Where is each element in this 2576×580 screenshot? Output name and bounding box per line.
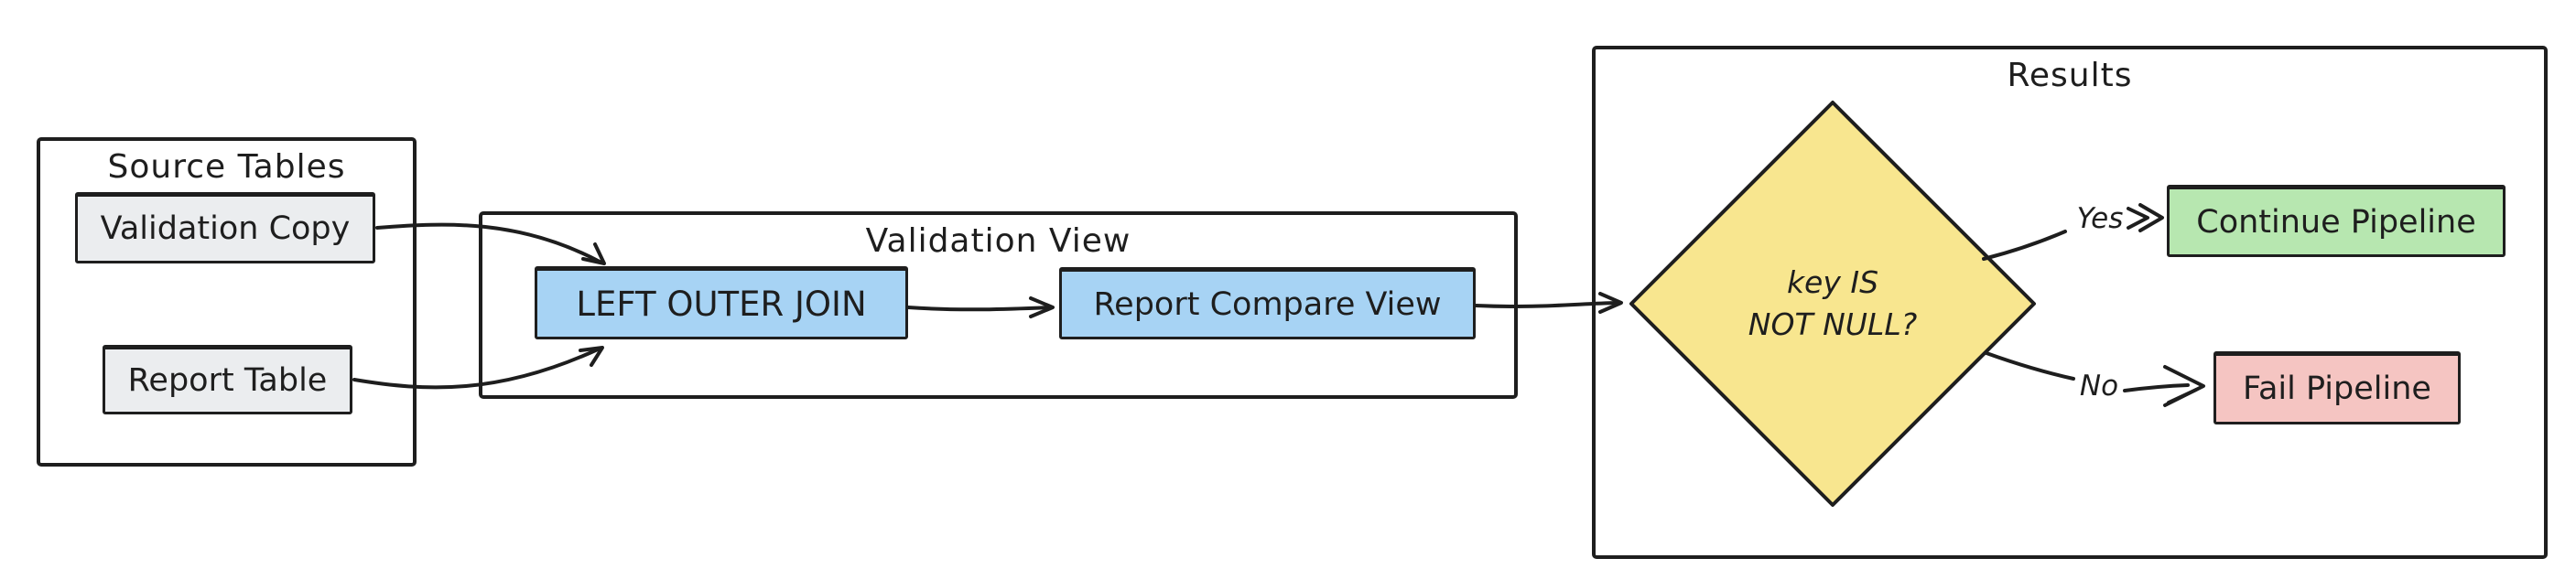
node-validation-copy-label: Validation Copy (100, 210, 351, 247)
yes-label-text: Yes (2076, 202, 2124, 235)
decision-label-line2: NOT NULL? (1748, 306, 1918, 342)
node-continue-pipeline-label: Continue Pipeline (2196, 203, 2476, 241)
node-left-outer-join-label: LEFT OUTER JOIN (576, 284, 867, 324)
no-label-text: No (2079, 370, 2119, 403)
node-validation-copy: Validation Copy (75, 192, 375, 263)
group-title-validation-view: Validation View (865, 222, 1131, 260)
node-fail-pipeline-label: Fail Pipeline (2243, 371, 2431, 407)
node-report-table: Report Table (103, 345, 352, 414)
edge-label-no: No (2058, 368, 2140, 404)
decision-label-line1: key IS (1786, 263, 1879, 300)
node-continue-pipeline: Continue Pipeline (2167, 185, 2506, 257)
group-title-source-tables: Source Tables (107, 148, 346, 186)
node-report-compare-view-label: Report Compare View (1093, 285, 1442, 323)
group-source-tables: Source Tables (37, 137, 417, 467)
group-title-results: Results (2007, 57, 2133, 94)
edge-label-yes: Yes (2059, 200, 2141, 237)
node-report-compare-view: Report Compare View (1059, 267, 1476, 339)
group-validation-view: Validation View (479, 211, 1518, 399)
node-left-outer-join: LEFT OUTER JOIN (535, 266, 908, 339)
node-report-table-label: Report Table (127, 362, 328, 399)
node-fail-pipeline: Fail Pipeline (2213, 351, 2461, 424)
decision-diamond-label: key IS NOT NULL? (1695, 245, 1970, 362)
